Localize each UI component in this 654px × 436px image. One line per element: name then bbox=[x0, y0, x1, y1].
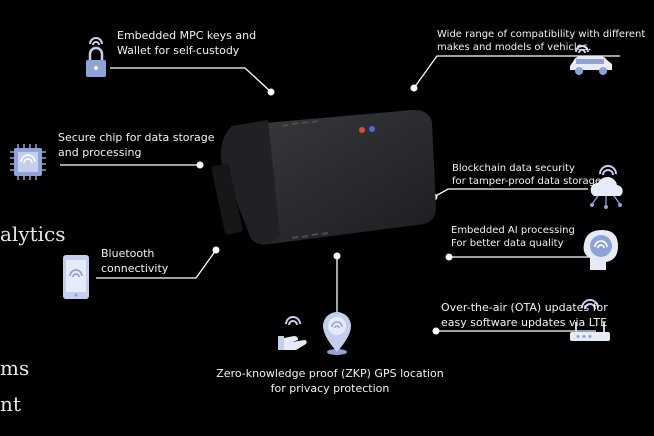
secure-chip-text: Secure chip for data storage and process… bbox=[58, 131, 215, 159]
bluetooth-text: Bluetooth connectivity bbox=[101, 247, 169, 275]
zkp-gps-text: Zero-knowledge proof (ZKP) GPS location … bbox=[216, 367, 444, 395]
hand-wifi-icon bbox=[278, 316, 307, 350]
router-icon bbox=[570, 299, 610, 341]
partial-text-line3: nt bbox=[0, 392, 21, 416]
ai-head-icon bbox=[583, 230, 618, 270]
chip-icon bbox=[10, 144, 46, 180]
obd-device bbox=[212, 109, 436, 245]
phone-wifi-icon bbox=[63, 255, 89, 299]
cloud-network-icon bbox=[590, 165, 623, 209]
partial-text-line2: ms bbox=[0, 356, 30, 380]
ota-updates-text: Over-the-air (OTA) updates for easy soft… bbox=[441, 301, 608, 329]
blockchain-security-text: Blockchain data security for tamper-proo… bbox=[452, 163, 602, 187]
lock-icon bbox=[86, 37, 106, 77]
mpc-wallet-text: Embedded MPC keys and Wallet for self-cu… bbox=[117, 29, 257, 57]
ai-processing-text: Embedded AI processing For better data q… bbox=[451, 225, 575, 249]
compatibility-text: Wide range of compatibility with differe… bbox=[437, 29, 646, 53]
car-icon bbox=[570, 45, 612, 75]
analytics-partial-text: alytics bbox=[0, 222, 66, 246]
location-pin-icon bbox=[323, 312, 351, 355]
